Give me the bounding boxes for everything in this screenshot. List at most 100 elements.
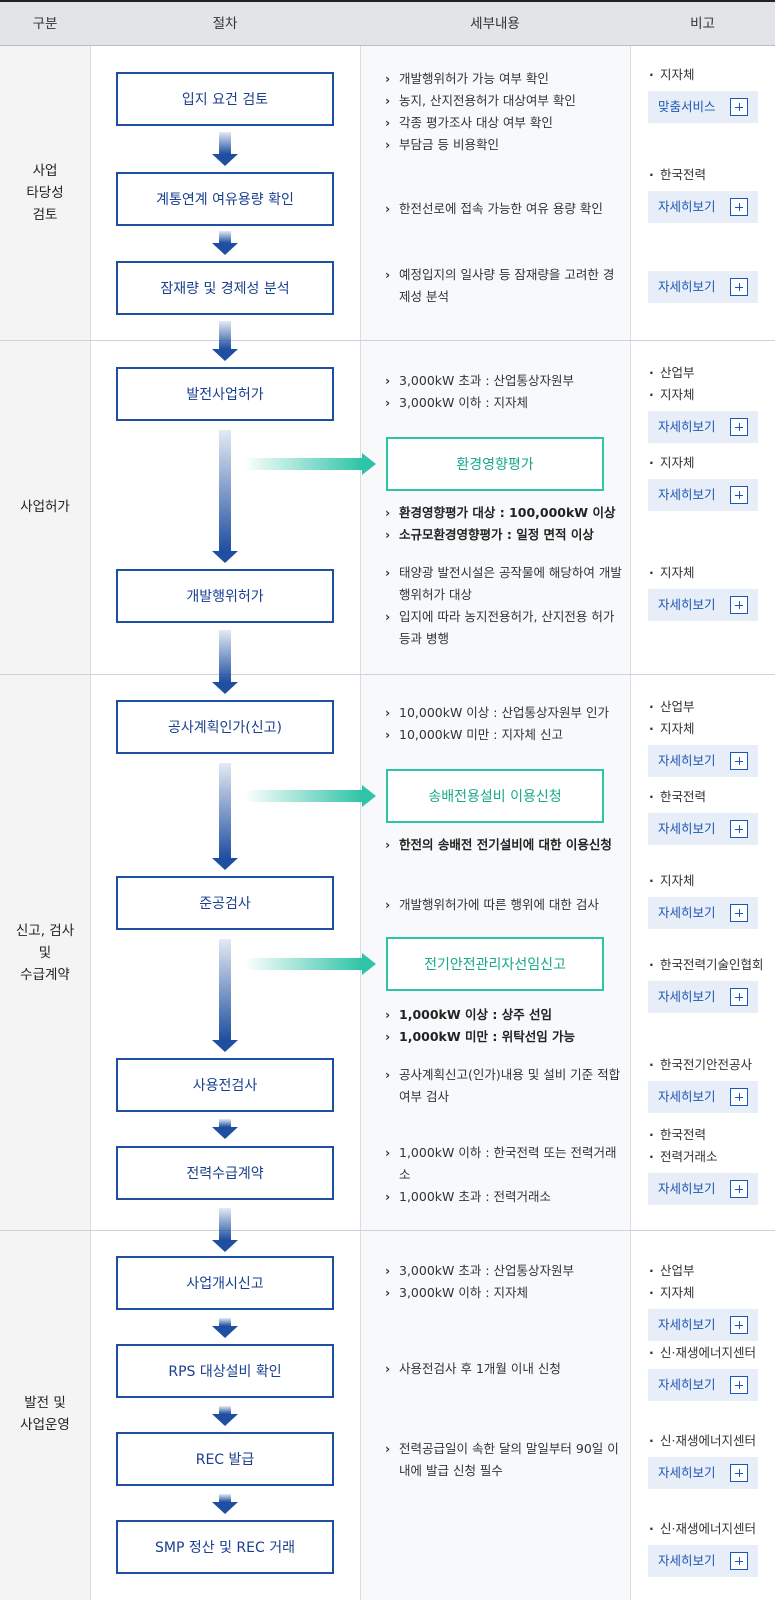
plus-icon — [730, 198, 748, 216]
view-more-button[interactable]: 자세히보기 — [648, 1081, 758, 1113]
view-more-button[interactable]: 자세히보기 — [648, 813, 758, 845]
view-more-button[interactable]: 자세히보기 — [648, 1545, 758, 1577]
step-construction-plan: 공사계획인가(신고) — [116, 700, 334, 754]
view-more-button[interactable]: 자세히보기 — [648, 981, 758, 1013]
note-organization: 한국전력기술인협회 — [648, 954, 773, 976]
plus-icon — [730, 752, 748, 770]
category-inspection-contract: 신고, 검사 및 수급계약 — [15, 923, 75, 983]
button-label: 자세히보기 — [658, 905, 716, 920]
column-divider — [360, 46, 361, 1600]
plus-icon — [730, 820, 748, 838]
detail-item: 환경영향평가 대상 : 100,000kW 이상 — [385, 502, 625, 524]
step-completion-inspection: 준공검사 — [116, 876, 334, 930]
down-arrow-icon — [212, 321, 238, 361]
view-more-button[interactable]: 자세히보기 — [648, 479, 758, 511]
category-operation: 발전 및 사업운영 — [20, 1395, 70, 1433]
step-rec-issue: REC 발급 — [116, 1432, 334, 1486]
detail-item: 한전의 송배전 전기설비에 대한 이용신청 — [385, 834, 625, 856]
note-organization: 신·재생에너지센터 — [648, 1342, 773, 1364]
side-step-transmission: 송배전용설비 이용신청 — [386, 769, 604, 823]
note-group: 산업부지자체자세히보기 — [648, 1260, 773, 1341]
detail-item: 전력공급일이 속한 달의 말일부터 90일 이내에 발급 신청 필수 — [385, 1438, 625, 1482]
detail-item: 3,000kW 초과 : 산업통상자원부 — [385, 1260, 625, 1282]
detail-list: 개발행위허가에 따른 행위에 대한 검사 — [385, 894, 625, 916]
note-organization: 지자체 — [648, 64, 773, 86]
button-label: 자세히보기 — [658, 1317, 716, 1332]
plus-icon — [730, 1180, 748, 1198]
down-arrow-icon — [212, 1119, 238, 1139]
plus-icon — [730, 1316, 748, 1334]
button-label: 자세히보기 — [658, 1181, 716, 1196]
right-arrow-icon — [244, 785, 376, 810]
button-label: 자세히보기 — [658, 419, 716, 434]
down-arrow-icon — [212, 763, 238, 870]
section-divider — [0, 340, 775, 341]
detail-list: 10,000kW 이상 : 산업통상자원부 인가10,000kW 미만 : 지자… — [385, 702, 625, 746]
custom-service-button[interactable]: 맞춤서비스 — [648, 91, 758, 123]
column-divider — [630, 46, 631, 1600]
detail-item: 1,000kW 이하 : 한국전력 또는 전력거래소 — [385, 1142, 625, 1186]
column-divider — [90, 46, 91, 1600]
note-organization: 한국전력 — [648, 786, 773, 808]
step-smp-rec-trade: SMP 정산 및 REC 거래 — [116, 1520, 334, 1574]
detail-item: 3,000kW 이하 : 지자체 — [385, 1282, 625, 1304]
right-arrow-icon — [244, 953, 376, 978]
view-more-button[interactable]: 자세히보기 — [648, 271, 758, 303]
category-column-bg — [0, 46, 90, 1600]
note-group: 자세히보기 — [648, 266, 773, 303]
note-organization: 신·재생에너지센터 — [648, 1430, 773, 1452]
view-more-button[interactable]: 자세히보기 — [648, 745, 758, 777]
detail-list: 환경영향평가 대상 : 100,000kW 이상소규모환경영향평가 : 일정 면… — [385, 502, 625, 546]
view-more-button[interactable]: 자세히보기 — [648, 1173, 758, 1205]
section-divider — [0, 1230, 775, 1231]
view-more-button[interactable]: 자세히보기 — [648, 191, 758, 223]
view-more-button[interactable]: 자세히보기 — [648, 1309, 758, 1341]
note-organization: 지자체 — [648, 452, 773, 474]
step-pre-use-inspection: 사용전검사 — [116, 1058, 334, 1112]
view-more-button[interactable]: 자세히보기 — [648, 589, 758, 621]
plus-icon — [730, 278, 748, 296]
note-organization: 산업부 — [648, 362, 773, 384]
view-more-button[interactable]: 자세히보기 — [648, 411, 758, 443]
detail-item: 개발행위허가 가능 여부 확인 — [385, 68, 625, 90]
button-label: 자세히보기 — [658, 821, 716, 836]
detail-list: 3,000kW 초과 : 산업통상자원부3,000kW 이하 : 지자체 — [385, 370, 625, 414]
detail-list: 전력공급일이 속한 달의 말일부터 90일 이내에 발급 신청 필수 — [385, 1438, 625, 1482]
detail-item: 부담금 등 비용확인 — [385, 134, 625, 156]
detail-list: 예정입지의 일사량 등 잠재량을 고려한 경제성 분석 — [385, 264, 625, 308]
view-more-button[interactable]: 자세히보기 — [648, 1369, 758, 1401]
table-header: 구분 절차 세부내용 비고 — [0, 0, 775, 46]
button-label: 자세히보기 — [658, 279, 716, 294]
detail-list: 한전선로에 접속 가능한 여유 용량 확인 — [385, 198, 625, 220]
note-group: 한국전력전력거래소자세히보기 — [648, 1124, 773, 1205]
step-site-review: 입지 요건 검토 — [116, 72, 334, 126]
button-label: 맞춤서비스 — [658, 99, 716, 114]
note-group: 산업부지자체자세히보기 — [648, 362, 773, 443]
detail-list: 사용전검사 후 1개월 이내 신청 — [385, 1358, 625, 1380]
detail-item: 10,000kW 미만 : 지자체 신고 — [385, 724, 625, 746]
detail-item: 태양광 발전시설은 공작물에 해당하여 개발행위허가 대상 — [385, 562, 625, 606]
down-arrow-icon — [212, 1318, 238, 1338]
detail-item: 1,000kW 미만 : 위탁선임 가능 — [385, 1026, 625, 1048]
detail-list: 개발행위허가 가능 여부 확인농지, 산지전용허가 대상여부 확인각종 평가조사… — [385, 68, 625, 156]
detail-item: 사용전검사 후 1개월 이내 신청 — [385, 1358, 625, 1380]
detail-list: 한전의 송배전 전기설비에 대한 이용신청 — [385, 834, 625, 856]
detail-item: 3,000kW 초과 : 산업통상자원부 — [385, 370, 625, 392]
note-group: 산업부지자체자세히보기 — [648, 696, 773, 777]
detail-item: 입지에 따라 농지전용허가, 산지전용 허가 등과 병행 — [385, 606, 625, 650]
detail-item: 농지, 산지전용허가 대상여부 확인 — [385, 90, 625, 112]
view-more-button[interactable]: 자세히보기 — [648, 1457, 758, 1489]
button-label: 자세히보기 — [658, 1377, 716, 1392]
view-more-button[interactable]: 자세히보기 — [648, 897, 758, 929]
step-grid-capacity: 계통연계 여유용량 확인 — [116, 172, 334, 226]
header-category: 구분 — [32, 16, 58, 32]
